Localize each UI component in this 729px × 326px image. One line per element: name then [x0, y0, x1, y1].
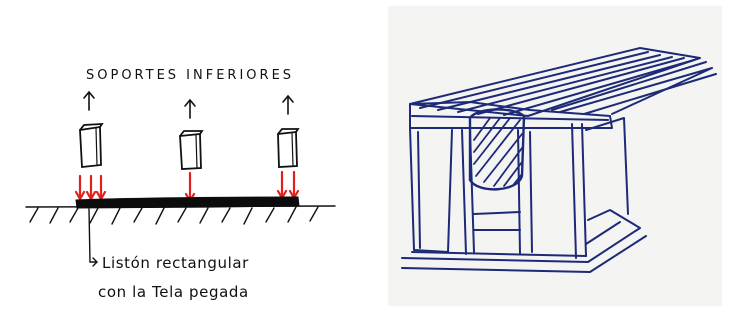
up-arrow-icon: [84, 92, 94, 110]
down-arrow-icon: [186, 173, 194, 201]
down-arrow-icon: [278, 172, 286, 198]
rectangular-batten: [76, 197, 299, 208]
right-sketch: [388, 6, 722, 306]
up-arrow-icon: [283, 96, 293, 114]
sketch-title: SOPORTES INFERIORES: [86, 68, 294, 83]
down-arrow-icon: [76, 176, 84, 199]
up-arrow-icon: [185, 100, 195, 118]
down-arrow-icon: [87, 176, 95, 199]
support-block: [278, 129, 298, 167]
support-block: [80, 124, 102, 167]
down-arrow-icon: [97, 176, 105, 199]
caption-line-2: con la Tela pegada: [98, 283, 249, 301]
left-sketch: SOPORTES INFERIORES: [26, 68, 335, 301]
caption-line-1: Listón rectangular: [102, 254, 249, 272]
ground-surface: [26, 206, 335, 224]
down-arrow-icon: [290, 172, 298, 198]
support-block: [180, 131, 202, 169]
